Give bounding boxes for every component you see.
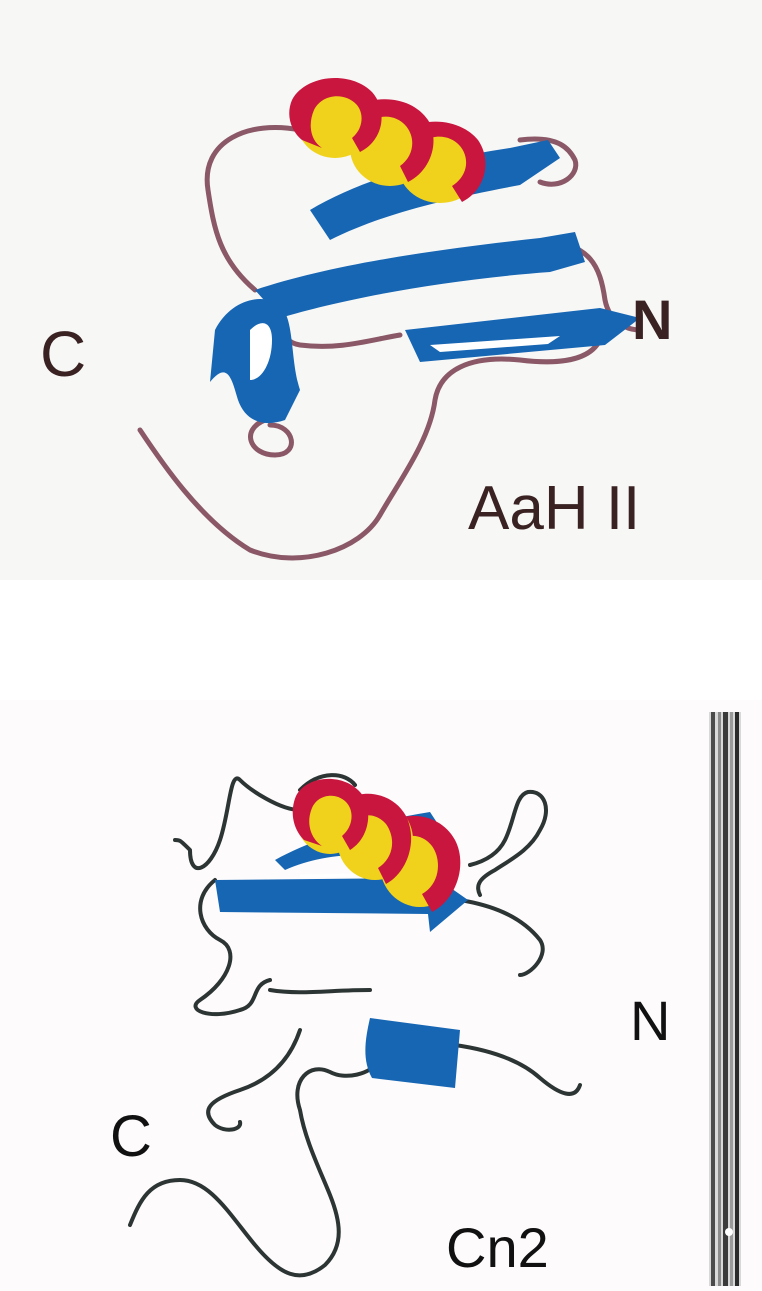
- aah2-title-label: AaH II: [468, 478, 640, 540]
- cn2-title-label: Cn2: [446, 1220, 549, 1276]
- aah2-n-terminus-label: N: [632, 292, 672, 348]
- cn2-loop-mid: [270, 990, 370, 992]
- cn2-n-terminus-label: N: [630, 993, 670, 1049]
- cn2-loop-right: [460, 900, 543, 975]
- figure-aah2: C N AaH II: [0, 0, 762, 580]
- cn2-loop-left-top: [175, 778, 300, 868]
- cn2-strand-3: [365, 1018, 460, 1088]
- aah2-c-terminus-label: C: [40, 322, 86, 386]
- cn2-loop-right-top: [470, 792, 546, 895]
- cn2-loop-bottom-left: [208, 1030, 300, 1130]
- cn2-c-tail: [130, 1060, 380, 1275]
- cn2-loop-right-bottom: [455, 1045, 580, 1094]
- scan-edge-artifact: [709, 712, 741, 1286]
- aah2-strand-3: [405, 308, 640, 362]
- cn2-c-terminus-label: C: [110, 1108, 152, 1166]
- figure-cn2: C N Cn2: [0, 700, 762, 1291]
- aah2-helix: [289, 78, 485, 203]
- aah2-loop-left: [207, 128, 300, 291]
- aah2-loop-bottom: [251, 420, 292, 455]
- aah2-strand-2: [255, 232, 585, 318]
